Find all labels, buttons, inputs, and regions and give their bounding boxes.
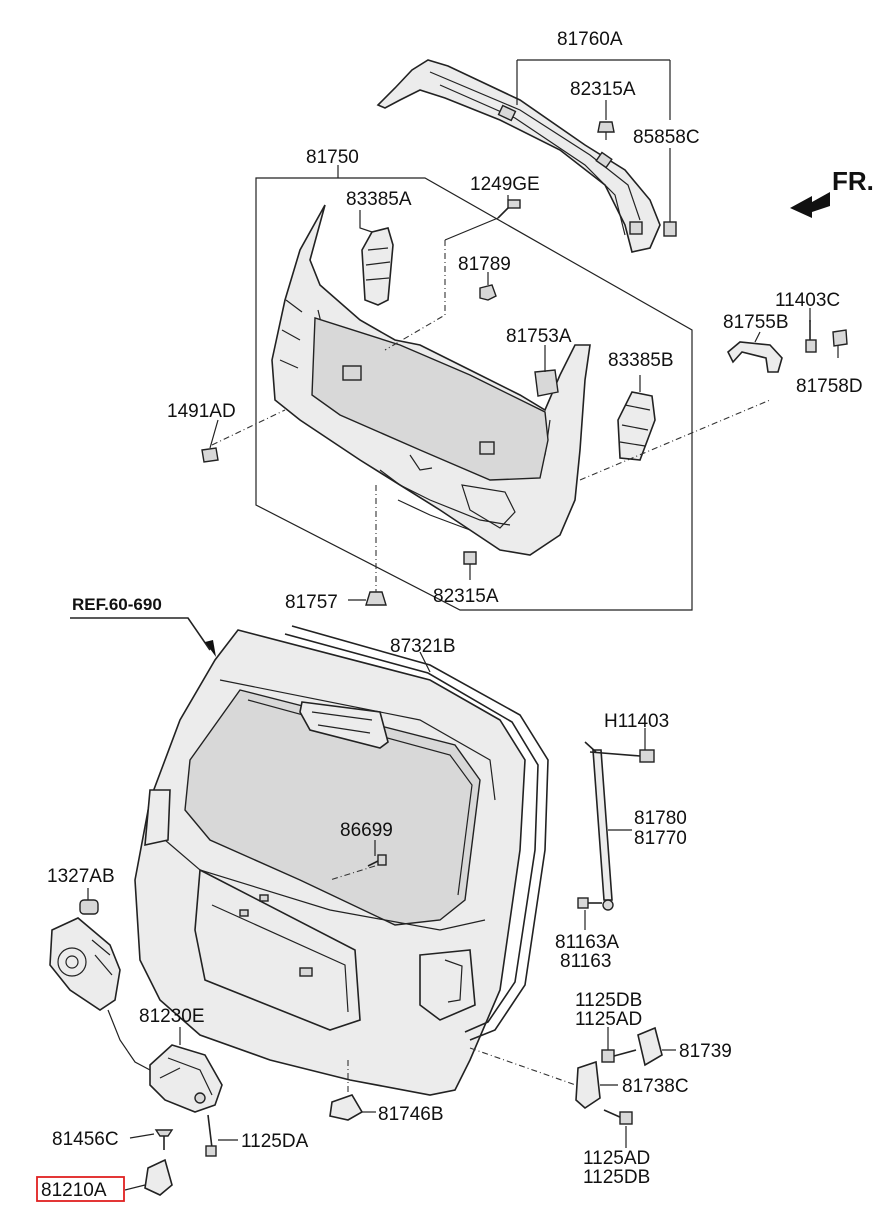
label-81753A: 81753A bbox=[506, 326, 572, 347]
bolt-11403C[interactable] bbox=[805, 320, 817, 353]
bracket-81753A[interactable] bbox=[534, 369, 559, 397]
front-direction-arrow: FR. bbox=[790, 166, 874, 218]
clip-81789[interactable] bbox=[479, 284, 497, 301]
handle-81210A[interactable] bbox=[144, 1158, 173, 1196]
bolt-1125DB-1125AD-upper[interactable] bbox=[601, 1049, 637, 1063]
label-83385A: 83385A bbox=[346, 189, 412, 210]
label-1125DA: 1125DA bbox=[241, 1131, 309, 1152]
assembly-box-81750 bbox=[255, 177, 693, 611]
label-81230E: 81230E bbox=[139, 1006, 205, 1027]
label-81738C: 81738C bbox=[622, 1076, 689, 1097]
label-1125DB-upper: 1125DB bbox=[575, 990, 642, 1011]
label-11403C: 11403C bbox=[775, 290, 840, 311]
clip-81746B[interactable] bbox=[329, 1094, 364, 1121]
label-81755B: 81755B bbox=[723, 312, 789, 333]
tailgate-trim-panel[interactable] bbox=[271, 204, 591, 556]
cap-81758D[interactable] bbox=[832, 329, 848, 347]
label-82315A-bottom: 82315A bbox=[433, 586, 499, 607]
bolt-81163A-81163[interactable] bbox=[577, 897, 602, 909]
label-87321B: 87321B bbox=[390, 636, 456, 657]
label-H11403: H11403 bbox=[604, 711, 669, 732]
label-1125AD-lower: 1125AD bbox=[583, 1148, 650, 1169]
screw-81456C[interactable] bbox=[154, 1129, 174, 1150]
label-81780: 81780 bbox=[634, 808, 687, 829]
label-82315A-top: 82315A bbox=[570, 79, 636, 100]
front-label: FR. bbox=[832, 166, 874, 196]
gas-strut-81780-81770[interactable] bbox=[584, 741, 614, 911]
clip-82315A-bottom[interactable] bbox=[463, 551, 477, 565]
label-1491AD: 1491AD bbox=[167, 401, 236, 422]
bracket-81739[interactable] bbox=[637, 1026, 663, 1067]
bolt-1125AD-1125DB-lower[interactable] bbox=[603, 1109, 633, 1125]
label-1125DB-lower: 1125DB bbox=[583, 1167, 650, 1188]
label-81456C: 81456C bbox=[52, 1129, 119, 1150]
label-81163: 81163 bbox=[560, 951, 611, 972]
highlight-box-81210A bbox=[36, 1176, 125, 1202]
label-1249GE: 1249GE bbox=[470, 174, 540, 195]
clip-82315A-top[interactable] bbox=[597, 121, 615, 140]
label-ref-60-690: REF.60-690 bbox=[72, 595, 162, 614]
label-81163A: 81163A bbox=[555, 932, 619, 953]
clip-85858C[interactable] bbox=[663, 221, 677, 237]
actuator-motor[interactable] bbox=[49, 917, 121, 1011]
label-1125AD-upper: 1125AD bbox=[575, 1009, 642, 1030]
bolt-H11403[interactable] bbox=[589, 749, 655, 763]
label-81789: 81789 bbox=[458, 254, 511, 275]
striker-81738C[interactable] bbox=[575, 1060, 601, 1110]
label-86699: 86699 bbox=[340, 820, 393, 841]
label-81746B: 81746B bbox=[378, 1104, 444, 1125]
stud-86699[interactable] bbox=[367, 854, 387, 867]
label-81739: 81739 bbox=[679, 1041, 732, 1062]
label-81210A: 81210A bbox=[41, 1180, 107, 1201]
handle-81755B[interactable] bbox=[727, 341, 783, 373]
weatherstrip-87321B[interactable] bbox=[284, 625, 549, 1041]
label-81760A: 81760A bbox=[557, 29, 623, 50]
clip-1491AD[interactable] bbox=[201, 447, 219, 463]
bumper-1327AB[interactable] bbox=[79, 899, 99, 915]
bolt-1125DA[interactable] bbox=[205, 1114, 217, 1157]
label-83385B: 83385B bbox=[608, 350, 674, 371]
label-81758D: 81758D bbox=[796, 376, 863, 397]
clip-81757[interactable] bbox=[365, 591, 387, 606]
label-81750: 81750 bbox=[306, 147, 359, 168]
pad-83385B[interactable] bbox=[617, 391, 656, 461]
tailgate-panel[interactable] bbox=[134, 629, 526, 1096]
pad-83385A[interactable] bbox=[361, 227, 394, 306]
latch-81230E[interactable] bbox=[149, 1044, 223, 1113]
label-81757: 81757 bbox=[285, 592, 338, 613]
label-81770: 81770 bbox=[634, 828, 687, 849]
bolt-1249GE[interactable] bbox=[497, 199, 521, 219]
spoiler-trim-81760A[interactable] bbox=[376, 59, 661, 253]
label-1327AB: 1327AB bbox=[47, 866, 115, 887]
label-85858C: 85858C bbox=[633, 127, 700, 148]
